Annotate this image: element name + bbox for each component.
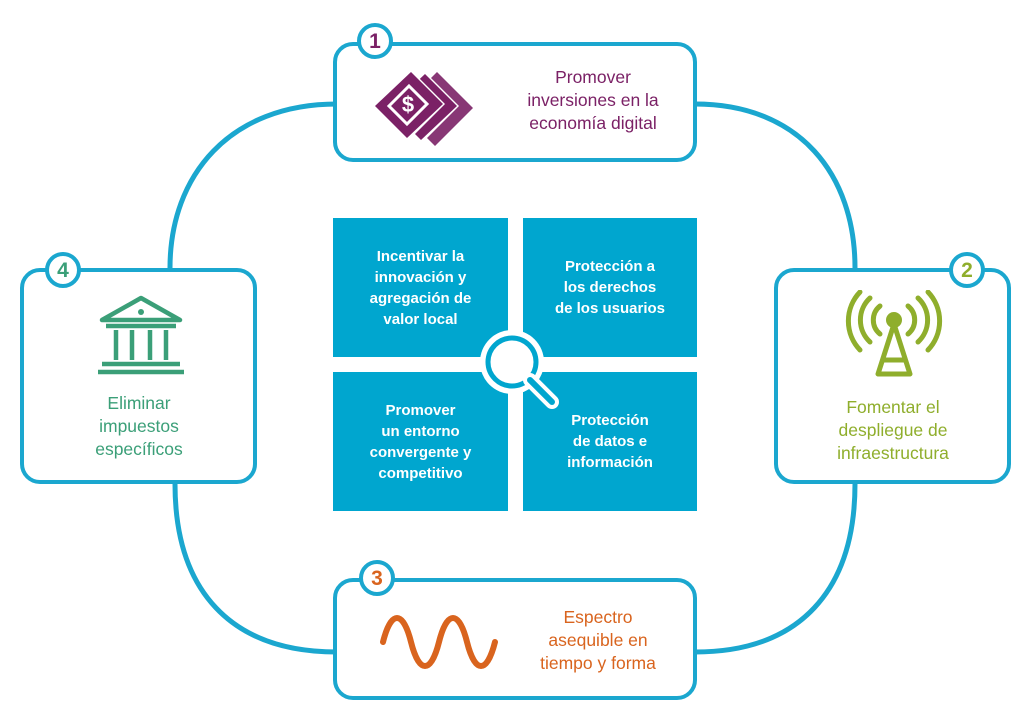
magnifier-icon bbox=[480, 330, 559, 409]
antenna-tower-icon bbox=[845, 290, 943, 377]
step-1-card: $ Promover inversiones en la economía di… bbox=[333, 42, 697, 162]
step-2-label: Fomentar el despliegue de infraestructur… bbox=[837, 397, 949, 463]
step-4-card: Eliminar impuestos específicos bbox=[20, 268, 257, 484]
ring-arc-top-right bbox=[694, 101, 858, 269]
step-2-card: Fomentar el despliegue de infraestructur… bbox=[774, 268, 1011, 484]
step-4-number: 4 bbox=[45, 252, 81, 288]
money-bills-icon: $ bbox=[371, 68, 473, 146]
step-2-number: 2 bbox=[949, 252, 985, 288]
step-1-label: Promover inversiones en la economía digi… bbox=[527, 67, 659, 133]
ring-arc-bottom-left bbox=[172, 483, 338, 655]
sine-wave-icon bbox=[380, 615, 498, 669]
center-tile-bottom-left: Promover un entorno convergente y compet… bbox=[333, 372, 508, 511]
center-tile-top-left: Incentivar la innovación y agregación de… bbox=[333, 218, 508, 357]
step-4-label: Eliminar impuestos específicos bbox=[95, 393, 183, 459]
center-tile-top-right: Protección a los derechos de los usuario… bbox=[523, 218, 697, 357]
ring-arc-top-left bbox=[167, 101, 338, 269]
step-1-number: 1 bbox=[357, 23, 393, 59]
bank-building-icon bbox=[98, 295, 184, 375]
center-tile-bottom-right: Protección de datos e información bbox=[523, 372, 697, 511]
ring-arc-bottom-right bbox=[694, 483, 858, 655]
svg-text:$: $ bbox=[402, 92, 414, 117]
step-3-card: Espectro asequible en tiempo y forma bbox=[333, 578, 697, 700]
step-3-label: Espectro asequible en tiempo y forma bbox=[540, 607, 656, 673]
step-3-number: 3 bbox=[359, 560, 395, 596]
